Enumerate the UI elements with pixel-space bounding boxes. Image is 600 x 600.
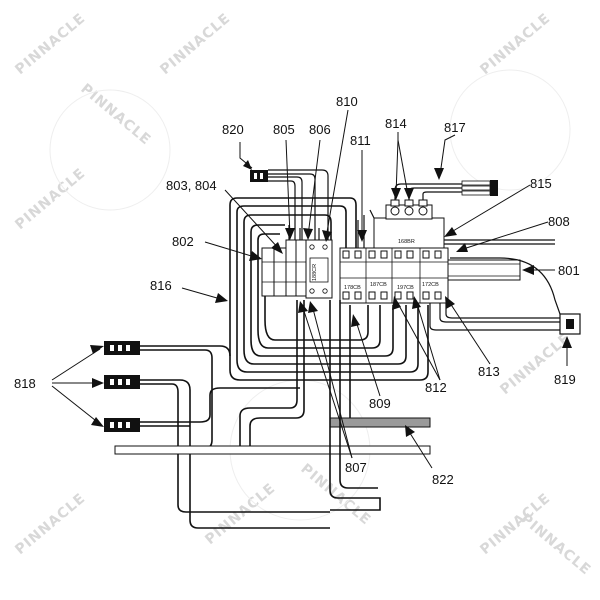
watermark-arc: [449, 69, 571, 191]
watermark-text: PINNACLE: [12, 165, 89, 233]
callout-817: 817: [444, 120, 466, 135]
wires-to-820: [250, 169, 329, 240]
watermark-text: PINNACLE: [157, 10, 234, 78]
callout-802: 802: [172, 234, 194, 249]
callout-809: 809: [369, 396, 391, 411]
relay-188cr: 188CR: [305, 239, 333, 299]
callout-814: 814: [385, 116, 407, 131]
callout-820: 820: [222, 122, 244, 137]
cb-label-172cb: 172CB: [422, 282, 439, 288]
watermark-text: PINNACLE: [12, 490, 89, 558]
callout-819: 819: [554, 372, 576, 387]
watermark-text: PINNACLE: [497, 330, 574, 398]
callout-822: 822: [432, 472, 454, 487]
callout-807: 807: [345, 460, 367, 475]
callout-808: 808: [548, 214, 570, 229]
callout-816: 816: [150, 278, 172, 293]
callout-813: 813: [478, 364, 500, 379]
callout-815: 815: [530, 176, 552, 191]
watermark-text: PINNACLE: [477, 10, 554, 78]
watermark-text: PINNACLE: [12, 10, 89, 78]
callout-801: 801: [558, 263, 580, 278]
callout-803-804: 803, 804: [166, 178, 217, 193]
breaker-168br: 168BR: [373, 199, 445, 249]
watermark-text: PINNACLE: [517, 511, 594, 579]
cb-label-178cb: 178CB: [344, 285, 361, 291]
cb-label-187cb: 187CB: [370, 282, 387, 288]
callout-810: 810: [336, 94, 358, 109]
lower-wire-loops: [229, 305, 429, 381]
din-rail: [430, 239, 555, 281]
leader-lines: [51, 109, 572, 469]
callout-806: 806: [309, 122, 331, 137]
breaker-label: 168BR: [398, 239, 415, 245]
wire-channel-822: [114, 300, 431, 511]
callout-labels: 810 820 805 806 814 817 811 815 803, 804…: [14, 94, 580, 487]
watermark-text: PINNACLE: [202, 480, 279, 548]
callout-818: 818: [14, 376, 36, 391]
circuit-breakers: 178CB 187CB 197CB 172CB: [339, 247, 449, 304]
terminal-blocks-left: [261, 239, 307, 297]
callout-805: 805: [273, 122, 295, 137]
left-connectors-818: [104, 341, 330, 529]
callout-811: 811: [350, 133, 371, 148]
watermark-text: PINNACLE: [77, 81, 154, 149]
relay-label: 188CR: [312, 264, 318, 281]
watermark-arc: [49, 89, 171, 211]
callout-812: 812: [425, 380, 447, 395]
cb-label-197cb: 197CB: [397, 285, 414, 291]
wires-to-819: [429, 257, 581, 335]
